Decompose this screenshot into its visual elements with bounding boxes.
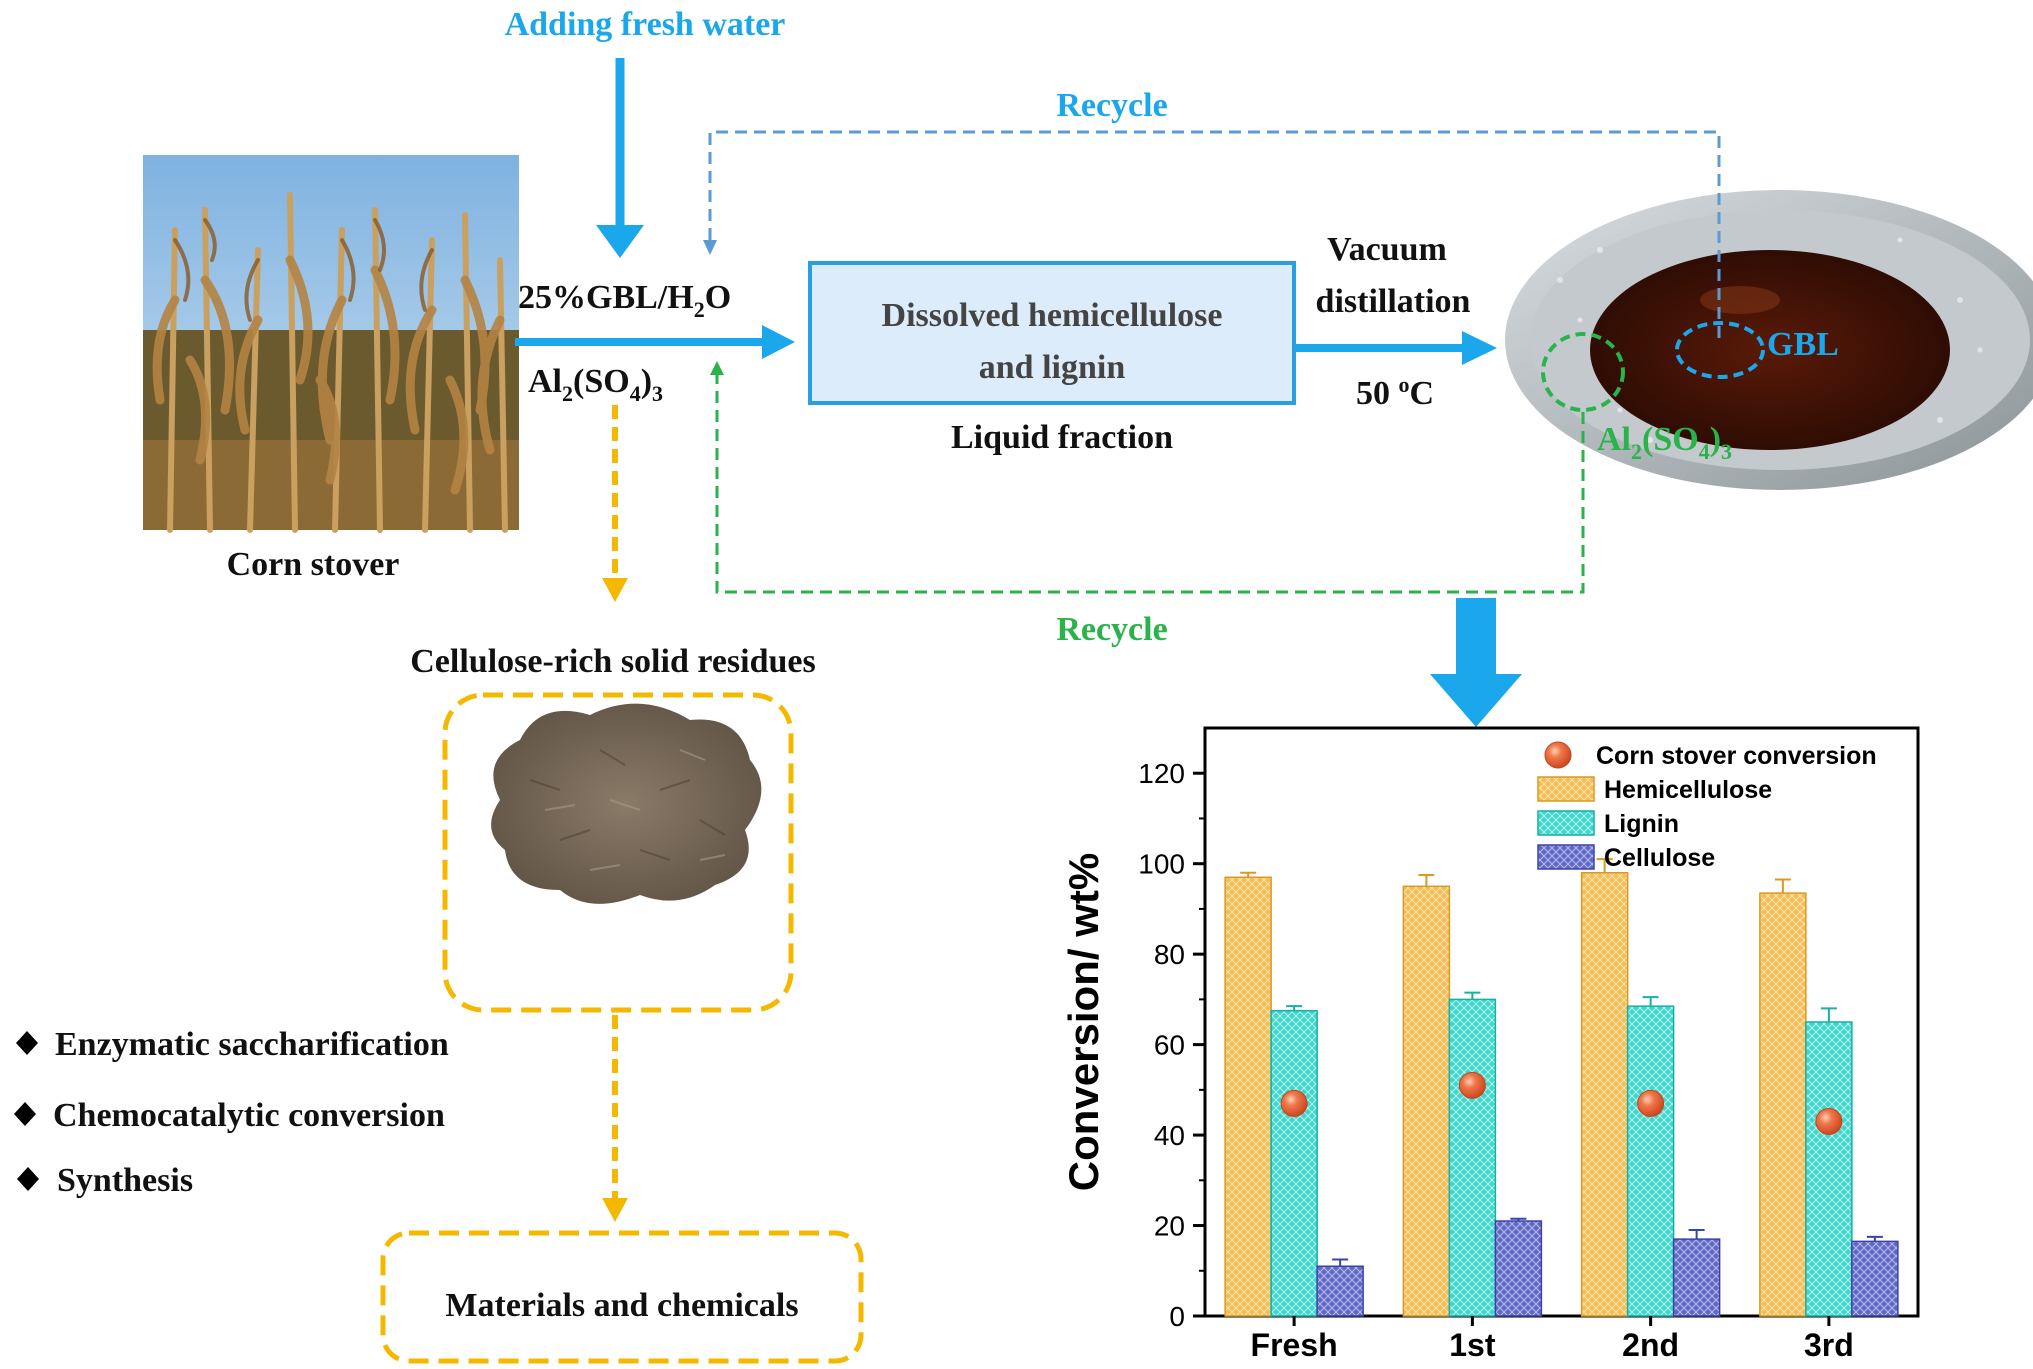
legend-label: Cellulose [1604, 844, 1715, 872]
legend-label: Corn stover conversion [1596, 742, 1877, 770]
diamond-bullet-icon [17, 1167, 39, 1191]
y-tick-label: 60 [1154, 1030, 1185, 1061]
cellulose-residues-label: Cellulose-rich solid residues [410, 643, 816, 680]
x-tick-label: 3rd [1804, 1327, 1854, 1363]
legend-swatch-lignin [1537, 810, 1595, 836]
bar-cellulose [1851, 1240, 1899, 1317]
bar-cellulose [1494, 1220, 1543, 1317]
legend-label: Hemicellulose [1604, 776, 1772, 804]
materials-label: Materials and chemicals [445, 1287, 798, 1324]
bar-hemicellulose [1224, 876, 1272, 1317]
liquid-fraction-label: Liquid fraction [951, 419, 1173, 456]
y-tick-label: 80 [1154, 939, 1185, 970]
distillation-label: distillation [1316, 283, 1471, 320]
salt-label: Al2(SO4)3 [528, 363, 663, 406]
scatter-point [1458, 1071, 1486, 1099]
plot-frame [1203, 726, 1920, 1318]
bar-lignin [1270, 1009, 1318, 1317]
residue-photo [491, 703, 762, 904]
materials-box [380, 1230, 864, 1364]
legend-swatch-hemicellulose [1537, 776, 1595, 802]
corn-stover-label: Corn stover [227, 546, 400, 583]
y-tick-label: 20 [1154, 1211, 1185, 1242]
y-axis-label: Conversion/ wt% [1060, 853, 1107, 1191]
legend-swatch-cellulose [1537, 844, 1595, 870]
scatter-point [1637, 1089, 1665, 1117]
salt-marker-circle [1541, 332, 1625, 412]
bowl-salt-label: Al2(SO4)3 [1597, 421, 1732, 464]
x-tick-label: 2nd [1622, 1327, 1679, 1363]
bullet-item: Chemocatalytic conversion [53, 1097, 445, 1134]
fresh-water-arrow [596, 58, 644, 258]
to-chart-arrow [1430, 598, 1522, 727]
bullet-item: Enzymatic saccharification [55, 1026, 449, 1063]
y-tick-label: 0 [1169, 1301, 1185, 1332]
diamond-bullet-icon [14, 1102, 36, 1126]
feed-arrow [515, 325, 795, 359]
y-tick-label: 100 [1138, 849, 1185, 880]
bar-lignin [1805, 1021, 1853, 1317]
recycle-bottom-line [710, 361, 1585, 594]
x-tick-label: 1st [1449, 1327, 1496, 1363]
bar-cellulose [1672, 1238, 1721, 1317]
gbl-label: GBL [1767, 326, 1839, 363]
bullet-list: Enzymatic saccharification Chemocatalyti… [14, 1026, 449, 1199]
recycle-top-label: Recycle [1056, 87, 1167, 124]
corn-stover-photo [143, 155, 519, 533]
legend-scatter-swatch [1544, 741, 1572, 769]
gbl-marker-circle [1675, 321, 1765, 379]
solvent-label: 25%GBL/H2O [518, 279, 731, 322]
bullet-item: Synthesis [57, 1162, 193, 1199]
distillation-arrow [1295, 331, 1497, 365]
bar-hemicellulose [1580, 871, 1629, 1317]
scatter-point [1280, 1089, 1308, 1117]
vacuum-label: Vacuum [1327, 231, 1447, 268]
materials-down-arrow [602, 1015, 628, 1222]
y-tick-label: 40 [1154, 1120, 1185, 1151]
diamond-bullet-icon [16, 1031, 38, 1055]
x-tick-label: Fresh [1251, 1327, 1338, 1363]
bar-lignin [1626, 1005, 1675, 1317]
recycle-bottom-label: Recycle [1056, 611, 1167, 648]
bar-cellulose [1316, 1265, 1364, 1317]
process-box-line1: Dissolved hemicellulose [882, 297, 1223, 334]
temperature-label: 50 oC [1356, 372, 1434, 412]
bar-hemicellulose [1402, 885, 1451, 1317]
residue-down-arrow [602, 405, 628, 602]
bar-hemicellulose [1759, 892, 1807, 1317]
adding-fresh-water-label: Adding fresh water [505, 6, 786, 43]
bowl-photo [1505, 190, 2033, 490]
y-tick-label: 120 [1138, 758, 1185, 789]
bar-lignin [1448, 998, 1497, 1317]
legend-label: Lignin [1604, 810, 1679, 838]
process-box-line2: and lignin [979, 349, 1126, 386]
process-box [808, 261, 1296, 405]
scatter-point [1815, 1108, 1843, 1136]
residue-box [442, 692, 794, 1013]
recycle-top-line [703, 130, 1721, 338]
